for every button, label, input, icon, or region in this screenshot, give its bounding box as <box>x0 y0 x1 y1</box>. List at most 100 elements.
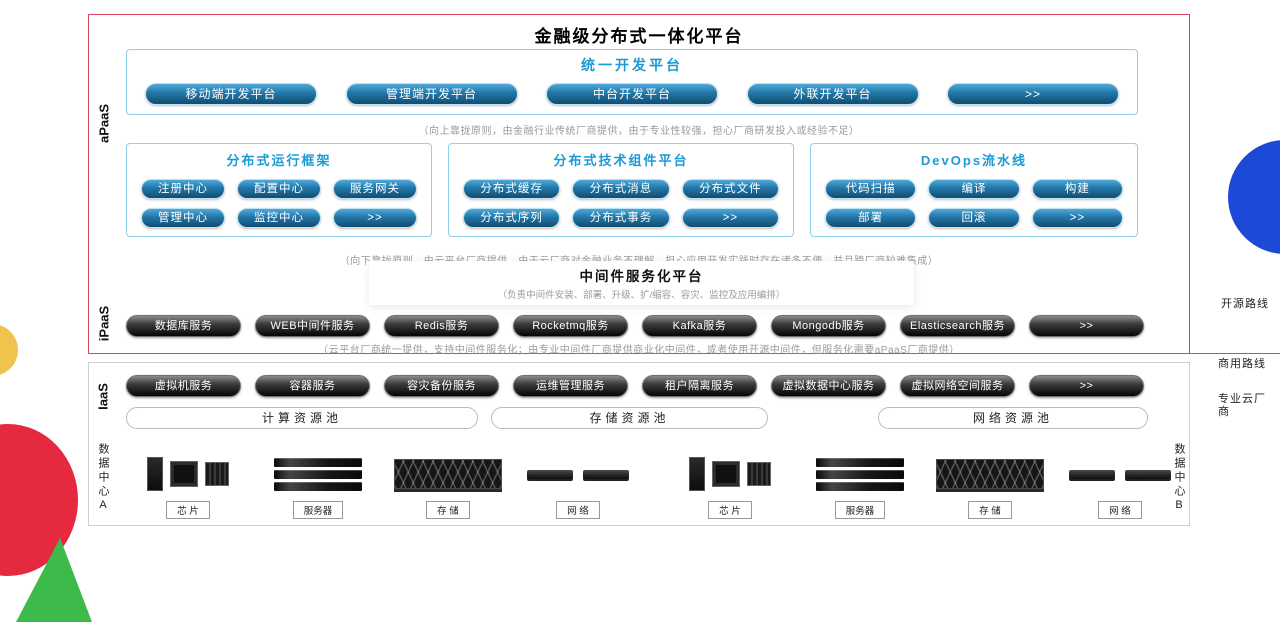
middleware-note: （负责中间件安装、部署、升级、扩/缩容、容灾、监控及应用编排） <box>497 290 786 301</box>
iaas-service-button[interactable]: 容器服务 <box>255 375 370 397</box>
apaas-button[interactable]: 注册中心 <box>141 179 225 199</box>
hardware-storage: 存 储 <box>383 441 513 519</box>
apaas-button[interactable]: 服务网关 <box>333 179 417 199</box>
apaas-button[interactable]: 分布式文件 <box>681 179 779 199</box>
hardware-label: 芯 片 <box>166 501 210 519</box>
iaas-more-button[interactable]: >> <box>1029 375 1144 397</box>
hardware-chip: 芯 片 <box>665 441 795 519</box>
hardware-network: 网 络 <box>1055 441 1185 519</box>
apaas-button[interactable]: 分布式序列 <box>463 208 561 228</box>
hardware-storage: 存 储 <box>925 441 1055 519</box>
platform-panel: 金融级分布式一体化平台 aPaaS 统一开发平台 移动端开发平台 管理端开发平台… <box>88 14 1190 356</box>
panel-button-grid: 分布式缓存 分布式消息 分布式文件 分布式序列 分布式事务 >> <box>463 179 779 228</box>
decoration-red-blob <box>0 424 78 576</box>
note-upward-principle: （向上靠拢原则，由金融行业传统厂商提供，由于专业性较强，担心厂商研发投入或经验不… <box>418 126 860 137</box>
ipaas-service-button[interactable]: Rocketmq服务 <box>513 315 628 337</box>
apaas-button[interactable]: 分布式缓存 <box>463 179 561 199</box>
commercial-route-label: 商用路线 <box>1218 358 1266 370</box>
decoration-yellow-circle <box>0 324 18 376</box>
hardware-label: 芯 片 <box>708 501 752 519</box>
storage-resource-pool: 存储资源池 <box>491 407 768 429</box>
hardware-server: 服务器 <box>253 441 383 519</box>
panel-title: 分布式运行框架 <box>226 153 332 168</box>
apaas-more-button[interactable]: >> <box>1031 208 1123 228</box>
unified-dev-button-row: 移动端开发平台 管理端开发平台 中台开发平台 外联开发平台 >> <box>145 83 1119 105</box>
hardware-chip: 芯 片 <box>123 441 253 519</box>
apaas-button[interactable]: 构建 <box>1031 179 1123 199</box>
iaas-service-button[interactable]: 租户隔离服务 <box>642 375 757 397</box>
iaas-service-row: 虚拟机服务 容器服务 容灾备份服务 运维管理服务 租户隔离服务 虚拟数据中心服务… <box>126 375 1144 397</box>
storage-image <box>394 450 502 498</box>
compute-resource-pool: 计算资源池 <box>126 407 478 429</box>
iaas-service-button[interactable]: 虚拟网络空间服务 <box>900 375 1015 397</box>
apaas-button[interactable]: 部署 <box>825 208 917 228</box>
datacenter-b-label: 数据中心B <box>1173 443 1185 514</box>
apaas-button[interactable]: 分布式事务 <box>572 208 670 228</box>
hardware-label: 存 储 <box>426 501 470 519</box>
panel-distributed-runtime: 分布式运行框架 注册中心 配置中心 服务网关 管理中心 监控中心 >> <box>126 143 432 237</box>
panel-button-grid: 代码扫描 编译 构建 部署 回滚 >> <box>825 179 1123 228</box>
route-divider-line <box>1190 353 1280 354</box>
ipaas-service-button[interactable]: Mongodb服务 <box>771 315 886 337</box>
apaas-button[interactable]: 外联开发平台 <box>746 83 919 105</box>
chip-image <box>689 450 771 498</box>
layer-label-iaas: IaaS <box>95 383 111 410</box>
hardware-network: 网 络 <box>513 441 643 519</box>
apaas-more-button[interactable]: >> <box>333 208 417 228</box>
apaas-button[interactable]: 中台开发平台 <box>546 83 718 105</box>
apaas-button[interactable]: 监控中心 <box>237 208 321 228</box>
hardware-label: 服务器 <box>292 501 344 519</box>
iaas-service-button[interactable]: 运维管理服务 <box>513 375 628 397</box>
panel-distributed-components: 分布式技术组件平台 分布式缓存 分布式消息 分布式文件 分布式序列 分布式事务 … <box>448 143 794 237</box>
network-resource-pool: 网络资源池 <box>878 407 1148 429</box>
network-image <box>527 450 629 498</box>
panel-title: DevOps流水线 <box>920 153 1028 168</box>
chip-image <box>147 450 229 498</box>
server-image <box>274 450 362 498</box>
hardware-server: 服务器 <box>795 441 925 519</box>
ipaas-service-button[interactable]: Kafka服务 <box>642 315 757 337</box>
layer-label-ipaas: iPaaS <box>96 305 112 342</box>
cloud-vendor-label: 专业云厂商 <box>1218 393 1266 418</box>
hardware-label: 网 络 <box>1098 501 1142 519</box>
panel-devops-pipeline: DevOps流水线 代码扫描 编译 构建 部署 回滚 >> <box>810 143 1138 237</box>
decoration-blue-circle <box>1228 140 1280 254</box>
apaas-button[interactable]: 回滚 <box>928 208 1020 228</box>
apaas-button[interactable]: 编译 <box>928 179 1020 199</box>
iaas-service-button[interactable]: 虚拟数据中心服务 <box>771 375 886 397</box>
unified-dev-title: 统一开发平台 <box>581 57 683 73</box>
iaas-panel: IaaS 虚拟机服务 容器服务 容灾备份服务 运维管理服务 租户隔离服务 虚拟数… <box>88 362 1190 526</box>
hardware-group-a: 芯 片 服务器 存 储 网 络 <box>123 441 643 519</box>
ipaas-service-button[interactable]: 数据库服务 <box>126 315 241 337</box>
panel-button-grid: 注册中心 配置中心 服务网关 管理中心 监控中心 >> <box>141 179 417 228</box>
iaas-service-button[interactable]: 容灾备份服务 <box>384 375 499 397</box>
hardware-label: 存 储 <box>968 501 1012 519</box>
panel-title: 分布式技术组件平台 <box>553 153 689 168</box>
apaas-button[interactable]: 管理端开发平台 <box>345 83 518 105</box>
apaas-button[interactable]: 配置中心 <box>237 179 321 199</box>
iaas-service-button[interactable]: 虚拟机服务 <box>126 375 241 397</box>
ipaas-service-button[interactable]: WEB中间件服务 <box>255 315 370 337</box>
hardware-label: 服务器 <box>834 501 886 519</box>
middleware-service-card: 中间件服务化平台 （负责中间件安装、部署、升级、扩/缩容、容灾、监控及应用编排） <box>369 261 914 305</box>
apaas-button[interactable]: 代码扫描 <box>825 179 917 199</box>
apaas-button[interactable]: 分布式消息 <box>572 179 670 199</box>
note-ipaas: （云平台厂商统一提供，支持中间件服务化；由专业中间件厂商提供商业化中间件，或者使… <box>318 345 960 356</box>
ipaas-more-button[interactable]: >> <box>1029 315 1144 337</box>
open-source-route-label: 开源路线 <box>1221 298 1269 310</box>
unified-dev-panel: 统一开发平台 移动端开发平台 管理端开发平台 中台开发平台 外联开发平台 >> <box>126 49 1138 115</box>
apaas-button[interactable]: 移动端开发平台 <box>145 83 317 105</box>
ipaas-service-button[interactable]: Redis服务 <box>384 315 499 337</box>
network-image <box>1069 450 1171 498</box>
apaas-button[interactable]: 管理中心 <box>141 208 225 228</box>
apaas-sub-panels: 分布式运行框架 注册中心 配置中心 服务网关 管理中心 监控中心 >> 分布式技… <box>126 143 1138 237</box>
apaas-more-button[interactable]: >> <box>947 83 1119 105</box>
server-image <box>816 450 904 498</box>
hardware-group-b: 芯 片 服务器 存 储 网 络 <box>665 441 1185 519</box>
ipaas-service-button[interactable]: Elasticsearch服务 <box>900 315 1015 337</box>
storage-image <box>936 450 1044 498</box>
middleware-title: 中间件服务化平台 <box>579 269 704 284</box>
datacenter-a-label: 数据中心A <box>97 443 109 514</box>
apaas-more-button[interactable]: >> <box>681 208 779 228</box>
